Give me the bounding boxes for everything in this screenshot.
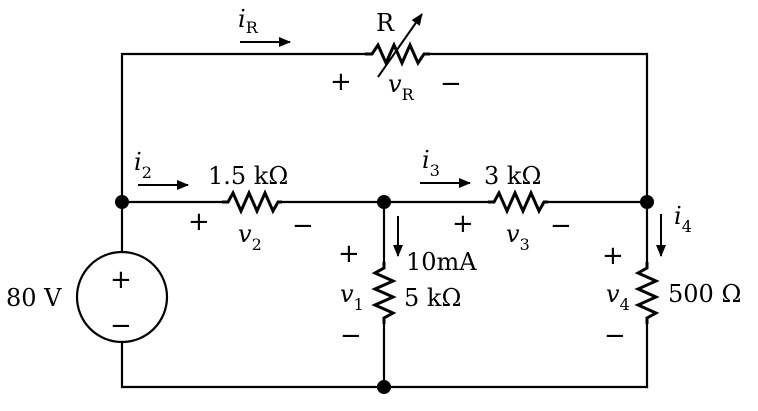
resistor-r4 bbox=[634, 262, 660, 324]
source-minus: − bbox=[110, 311, 132, 341]
v3-label: v3 bbox=[506, 220, 530, 254]
iR-label: iR bbox=[238, 5, 259, 37]
v4-plus: + bbox=[602, 241, 624, 271]
left-wire-bottom bbox=[120, 340, 649, 389]
resistor-r1 bbox=[371, 262, 397, 324]
i2-label: i2 bbox=[134, 148, 152, 182]
nodes bbox=[115, 195, 654, 394]
resistor-r2 bbox=[222, 189, 282, 215]
source-value: 80 V bbox=[6, 284, 62, 312]
v3-plus: + bbox=[452, 209, 474, 239]
r2-value: 1.5 kΩ bbox=[208, 162, 288, 190]
i4-label: i4 bbox=[674, 202, 692, 236]
v2-minus: − bbox=[292, 211, 314, 241]
vR-plus: + bbox=[330, 67, 352, 97]
v4-label: v4 bbox=[606, 280, 630, 314]
node-middle bbox=[377, 195, 391, 209]
top-wire-right bbox=[428, 52, 649, 204]
v2-label: v2 bbox=[238, 220, 262, 254]
current-source-value: 10mA bbox=[406, 248, 477, 276]
v4-minus: − bbox=[604, 321, 626, 351]
resistor-r3 bbox=[488, 189, 548, 215]
node-right bbox=[640, 195, 654, 209]
v3-minus: − bbox=[550, 211, 572, 241]
node-bottom bbox=[377, 380, 391, 394]
vR-label: vR bbox=[388, 70, 415, 104]
top-wire-left bbox=[120, 52, 367, 204]
R-label: R bbox=[376, 9, 395, 37]
v2-plus: + bbox=[188, 207, 210, 237]
variable-arrow bbox=[377, 13, 423, 78]
v1-plus: + bbox=[338, 239, 360, 269]
source-plus: + bbox=[110, 265, 132, 295]
r4-value: 500 Ω bbox=[668, 280, 741, 308]
r3-value: 3 kΩ bbox=[484, 162, 541, 190]
v1-minus: − bbox=[340, 321, 362, 351]
resistor-R bbox=[365, 41, 430, 67]
node-left bbox=[115, 195, 129, 209]
wires bbox=[120, 52, 649, 389]
vR-minus: − bbox=[440, 69, 462, 99]
voltage-source bbox=[75, 250, 169, 344]
i3-label: i3 bbox=[422, 146, 440, 180]
r1-value: 5 kΩ bbox=[404, 284, 461, 312]
v1-label: v1 bbox=[340, 280, 364, 314]
